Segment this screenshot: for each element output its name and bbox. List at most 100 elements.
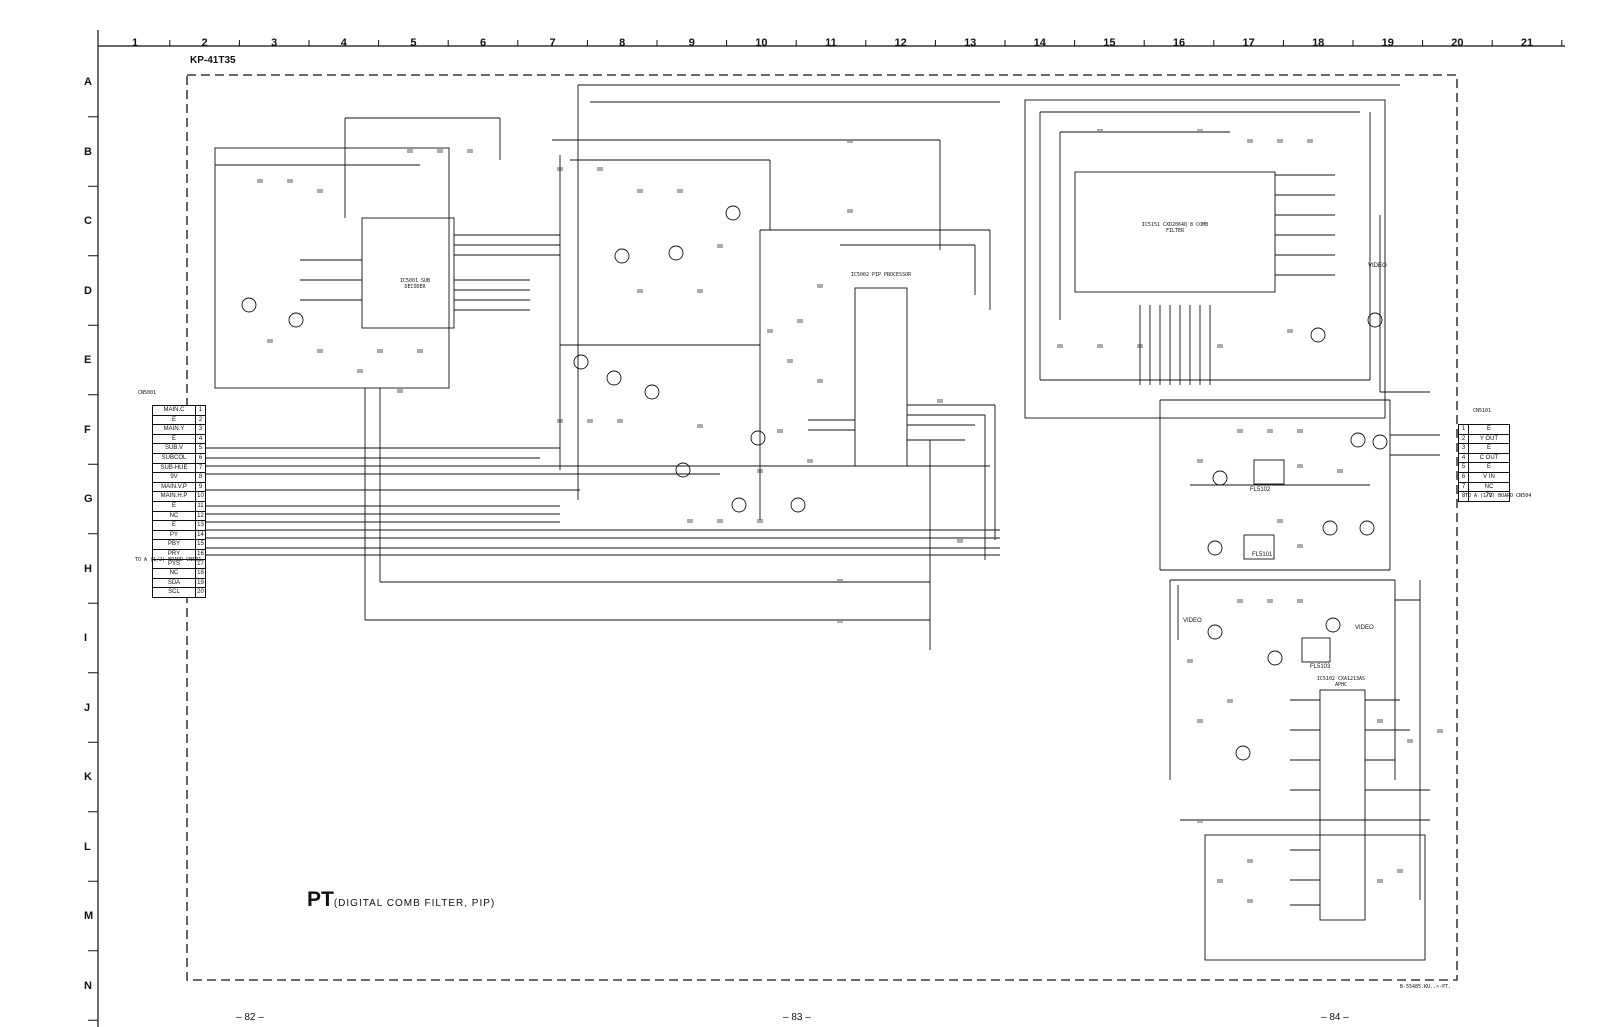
column-label: 9	[688, 37, 695, 49]
pin-name: MAIN.C	[153, 406, 196, 415]
pin-name: C OUT	[1479, 454, 1499, 461]
column-label: 4	[340, 37, 347, 49]
pin-name: NC	[153, 511, 196, 521]
pin-name: 7V	[1485, 493, 1493, 500]
column-label: 2	[201, 37, 208, 49]
column-label: 11	[825, 37, 837, 49]
connector-pin-row: 4 C OUT	[1459, 453, 1509, 464]
row-label: E	[84, 354, 92, 366]
pin-name: MAIN.H.P	[153, 492, 196, 501]
pin-name: SDA	[153, 578, 196, 588]
pin-name: PYS	[153, 559, 196, 569]
ic5001-body	[361, 217, 455, 329]
pin-name: E	[153, 501, 196, 511]
fl5101-body	[1243, 534, 1275, 560]
pin-number: 20	[197, 589, 204, 596]
ic5102-label: IC5102 CXA1213AS APHC	[1316, 676, 1366, 688]
pin-name: PRY	[153, 549, 196, 559]
board-title: PT(DIGITAL COMB FILTER, PIP)	[307, 888, 495, 912]
ic5002-body	[854, 287, 908, 467]
ic5151-body	[1074, 171, 1276, 293]
pin-number: 2	[1459, 434, 1469, 444]
fl5103-body	[1301, 637, 1331, 663]
wiring	[203, 84, 1440, 961]
fl5103-label: FL5103	[1310, 664, 1331, 670]
video-label-2: VIDEO	[1183, 618, 1202, 624]
row-label: M	[84, 910, 94, 922]
row-label: H	[84, 562, 92, 575]
column-ticks	[169, 40, 1563, 46]
pin-number: 11	[197, 502, 204, 509]
connector-pin-row: 8 7V	[1459, 492, 1509, 501]
pin-name: SUBCOL	[153, 453, 196, 463]
ic5001-label: IC5001 SUB DECODER	[399, 278, 431, 290]
pin-name: NC	[153, 569, 196, 578]
pin-name: E	[153, 521, 196, 530]
row-label: B	[84, 145, 92, 158]
column-label: 1	[131, 37, 139, 49]
pin-number: 6	[198, 454, 203, 461]
pin-name: E	[1486, 464, 1491, 471]
pin-name: PBY	[153, 540, 196, 549]
column-label: 13	[964, 37, 977, 49]
pin-name: MAIN.V.P	[153, 482, 196, 492]
pin-name: 9V	[153, 473, 196, 482]
column-label: 21	[1520, 37, 1534, 49]
column-label: 16	[1172, 37, 1186, 49]
pin-number: 16	[197, 550, 204, 557]
column-label: 17	[1242, 37, 1255, 49]
pin-number: 13	[197, 522, 204, 529]
column-label: 14	[1033, 37, 1046, 49]
row-label: L	[84, 840, 91, 853]
board-title-subtitle: (DIGITAL COMB FILTER, PIP)	[333, 898, 496, 909]
row-label: K	[84, 771, 92, 783]
pin-name: E	[153, 434, 196, 444]
fl5102-label: FL5102	[1250, 487, 1271, 493]
pin-number: 17	[197, 560, 204, 567]
pin-name: E	[1486, 445, 1491, 452]
cn5101-caption: TO A (1/2) BOARD CN504	[1465, 493, 1532, 499]
pin-number: 4	[198, 435, 203, 442]
pin-number: 7	[198, 464, 203, 471]
pin-number: 10	[197, 493, 204, 500]
pin-number: 3	[198, 426, 203, 433]
model-label: KP-41T35	[190, 55, 236, 66]
page-number-82: – 82 –	[236, 1012, 264, 1023]
pin-number: 4	[1459, 453, 1469, 463]
row-label: F	[84, 423, 91, 436]
pin-name: E	[1486, 426, 1491, 432]
row-label: I	[84, 632, 88, 644]
pin-number: 8	[1459, 492, 1469, 501]
transistors	[241, 205, 1388, 761]
row-label: N	[84, 979, 92, 992]
cn5001-caption: TO A (1/2) BOARD CN501	[135, 557, 202, 563]
pin-name: SCL	[153, 588, 196, 597]
column-label: 8	[619, 37, 626, 49]
page-number-83: – 83 –	[783, 1012, 811, 1023]
row-label: C	[84, 215, 92, 227]
row-label: G	[84, 493, 93, 505]
pin-name: NC	[1484, 483, 1494, 490]
